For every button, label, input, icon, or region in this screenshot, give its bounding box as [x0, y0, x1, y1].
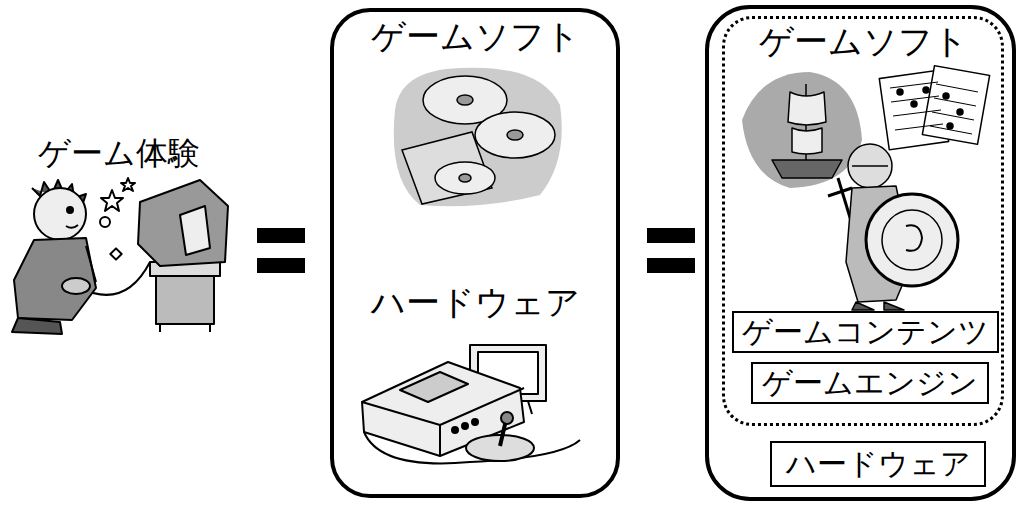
content-illustration-part-part [932, 112, 974, 120]
disc-illustration-part [507, 130, 523, 140]
layer-box: ゲームエンジン [751, 362, 989, 404]
content-illustration-part [828, 188, 852, 196]
content-illustration-part [852, 165, 888, 167]
player-illustration-part [34, 188, 86, 240]
hardware-illustration-part [400, 372, 468, 402]
disc-illustration [394, 68, 562, 207]
equals-sign [647, 228, 695, 273]
content-illustration-part-part [947, 123, 953, 129]
hardware-illustration-part [501, 412, 513, 424]
player-illustration-part [209, 324, 211, 332]
hardware-illustration-part [462, 423, 468, 429]
content-illustration-part-part [934, 98, 976, 106]
hardware-illustration-part [362, 362, 524, 456]
content-illustration [742, 66, 990, 310]
player-illustration-part [100, 217, 110, 227]
player-illustration [12, 178, 228, 334]
hardware-illustration-part [452, 427, 458, 433]
hardware-illustration-part [362, 402, 440, 425]
layer-box: ハードウェア [770, 441, 986, 487]
game-software-region: ゲームソフトゲームコンテンツゲームエンジン [722, 16, 1004, 426]
content-illustration-part [848, 144, 892, 188]
disc-illustration-part [475, 112, 555, 158]
disc-illustration-part [457, 95, 473, 105]
content-illustration-part [788, 92, 826, 125]
software-hardware-box: ゲームソフトハードウェア [330, 8, 620, 498]
box-label: ゲームソフト [334, 16, 616, 57]
content-illustration-part-part [923, 87, 929, 93]
content-illustration-part [792, 128, 822, 154]
player-illustration-part [156, 276, 214, 324]
player-illustration-part [12, 318, 62, 334]
content-illustration-part [879, 66, 989, 150]
content-illustration-part [866, 194, 958, 286]
figure-label: ゲーム体験 [38, 134, 200, 172]
player-illustration-part [14, 238, 96, 320]
equals-sign-part [257, 258, 305, 273]
player-illustration-part [86, 246, 96, 282]
content-illustration-part [906, 225, 922, 251]
player-illustration-part [159, 324, 161, 332]
disc-illustration-part [435, 162, 495, 194]
equals-sign-part [257, 228, 305, 243]
player-illustration-part [110, 248, 121, 259]
content-illustration-part-part [922, 66, 989, 145]
hardware-illustration-part [364, 432, 580, 463]
content-illustration-part [772, 160, 842, 178]
content-illustration-part-part [897, 89, 903, 95]
box-label: ハードウェア [786, 446, 971, 482]
player-illustration-part [101, 190, 123, 211]
box-label: ゲームコンテンツ [742, 314, 989, 350]
content-illustration-part-part [893, 110, 941, 116]
equals-sign-part [647, 258, 695, 273]
player-illustration-part [66, 225, 78, 228]
player-illustration-part [180, 206, 210, 255]
hardware-illustration-part [472, 419, 478, 425]
hardware-illustration [362, 345, 580, 463]
box-label: ハードウェア [334, 282, 616, 323]
layer-box: ゲームコンテンツ [732, 311, 999, 353]
layer-group-box: ゲームソフトゲームコンテンツゲームエンジンハードウェア [705, 5, 1016, 501]
player-illustration-part [67, 207, 73, 213]
content-illustration-part-part [957, 109, 963, 115]
content-illustration-part-part [936, 84, 978, 92]
player-illustration-part [62, 278, 90, 294]
content-illustration-part [890, 82, 978, 134]
equals-sign-part [647, 228, 695, 243]
box-label: ゲームエンジン [762, 365, 978, 401]
content-illustration-part-part [943, 93, 949, 99]
disc-illustration-part [394, 68, 562, 207]
content-illustration-part-part [911, 101, 917, 107]
player-illustration-part [138, 180, 228, 266]
content-illustration-part [882, 210, 942, 270]
content-illustration-part [897, 87, 963, 129]
hardware-illustration-part [439, 425, 441, 456]
hardware-illustration-part [528, 401, 532, 414]
box-label: ゲームソフト [725, 21, 1001, 62]
content-illustration-part [742, 72, 862, 188]
equals-sign [257, 228, 305, 273]
hardware-illustration-part [440, 388, 524, 425]
content-illustration-part-part [890, 82, 938, 88]
player-illustration-part [121, 178, 135, 191]
content-illustration-part [852, 302, 904, 310]
disc-illustration-part [459, 174, 471, 182]
